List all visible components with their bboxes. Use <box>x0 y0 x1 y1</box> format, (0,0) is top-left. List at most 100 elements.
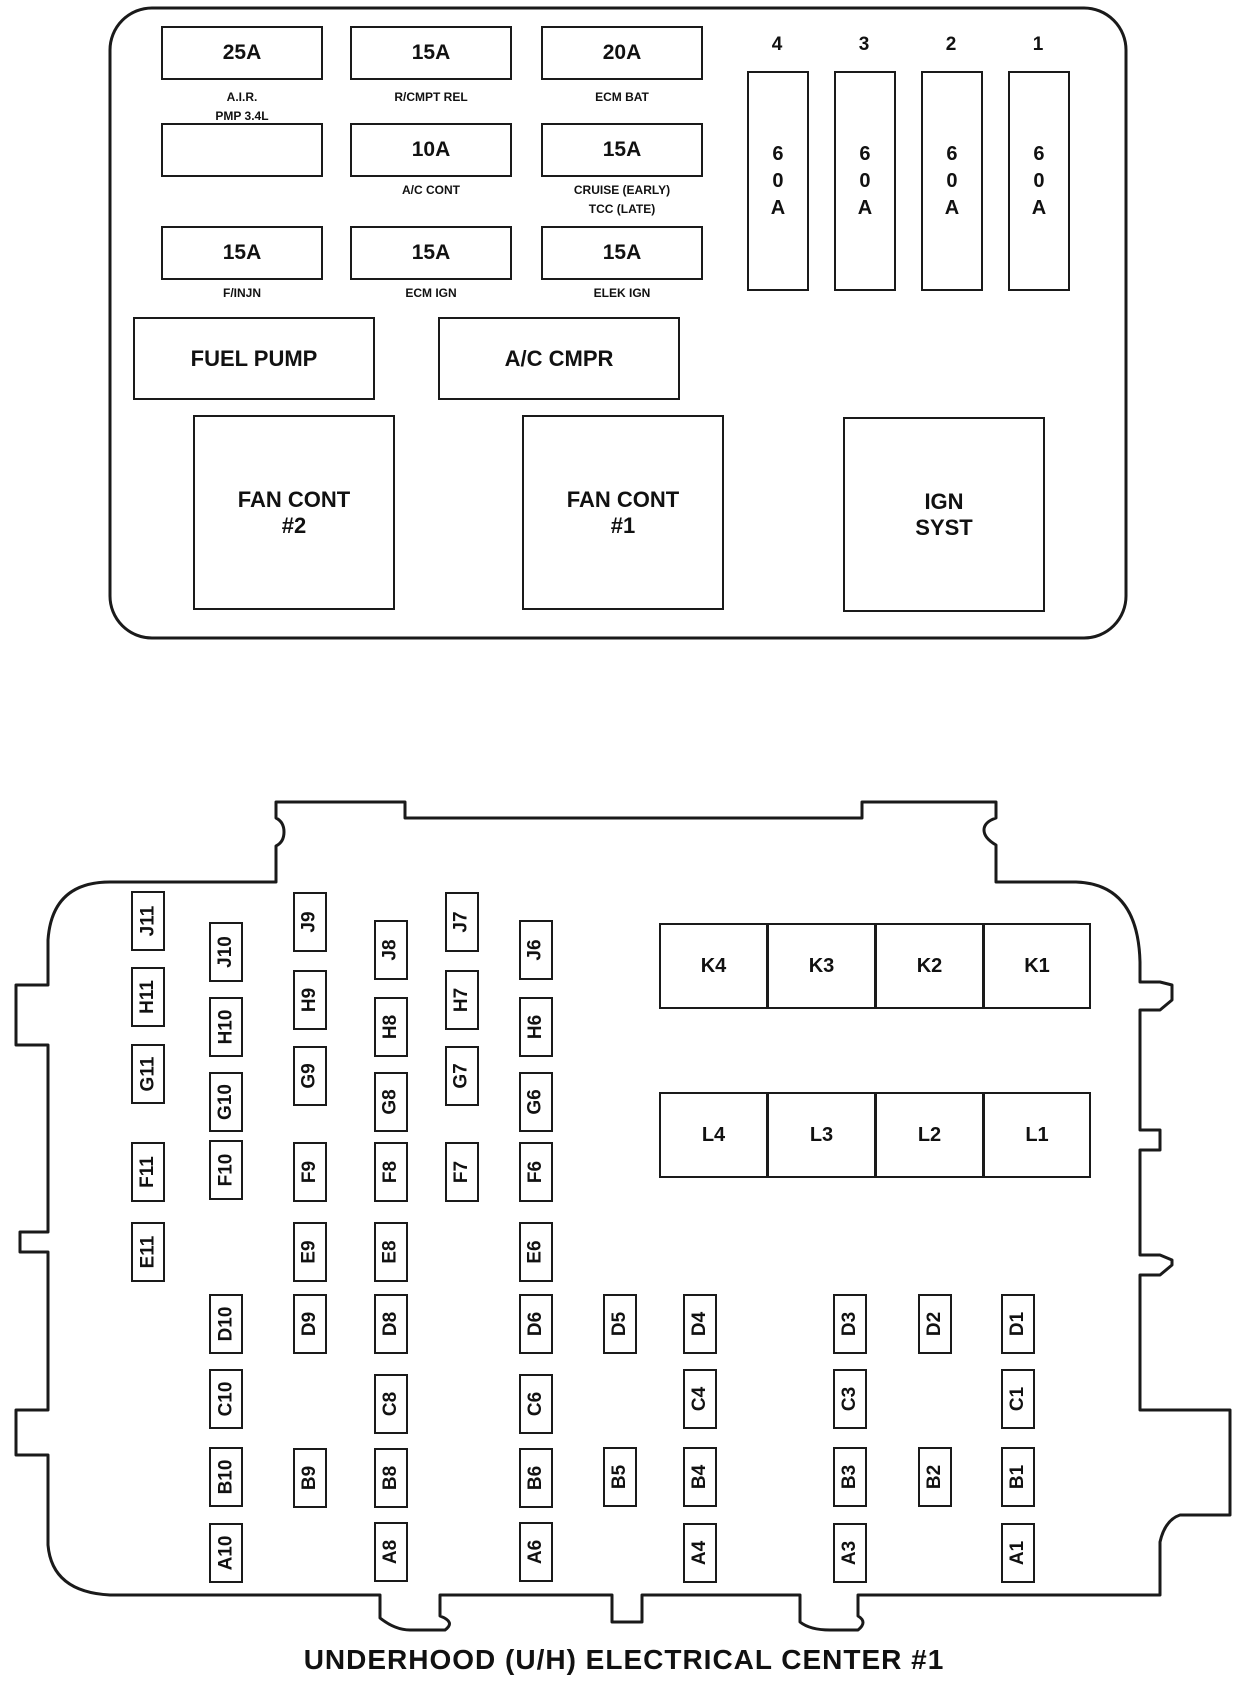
ac-cmpr-relay-label: A/C CMPR <box>504 345 614 371</box>
maxifuse-rating: 6 0 A <box>770 142 786 219</box>
cavity-label: J7 <box>450 911 472 933</box>
fuse-2: 15A <box>350 26 512 80</box>
cavity-e9: E9 <box>293 1222 327 1282</box>
maxifuse-2: 6 0 A <box>921 71 983 291</box>
cavity-b6: B6 <box>519 1448 553 1508</box>
cavity-label: D4 <box>688 1311 710 1337</box>
relay-label: L4 <box>701 1123 726 1146</box>
cavity-b2: B2 <box>918 1447 952 1507</box>
cavity-label: H11 <box>137 980 158 1014</box>
relay-k1: K1 <box>983 923 1091 1009</box>
cavity-label: D8 <box>379 1311 401 1337</box>
maxifuse-number: 1 <box>1032 34 1044 55</box>
cavity-label: D2 <box>923 1311 945 1337</box>
cavity-h10: H10 <box>209 997 243 1057</box>
cavity-label: B3 <box>838 1464 860 1490</box>
cavity-label: E9 <box>299 1240 320 1264</box>
cavity-a3: A3 <box>833 1523 867 1583</box>
cavity-label: C8 <box>379 1391 401 1417</box>
cavity-label: D6 <box>524 1311 546 1337</box>
relay-label: K1 <box>1024 954 1050 977</box>
fuse-label: ECM IGN <box>405 286 457 300</box>
fuel-pump-relay-label: FUEL PUMP <box>190 345 318 371</box>
top-panel-outline <box>108 6 1128 640</box>
cavity-j7: J7 <box>445 892 479 952</box>
cavity-c10: C10 <box>209 1369 243 1429</box>
cavity-label: J9 <box>298 911 320 933</box>
fuse-7: 15A <box>161 226 323 280</box>
fuse-label: A.I.R. PMP 3.4L <box>215 90 269 123</box>
fan-cont-2-label: FAN CONT #2 <box>237 486 351 538</box>
cavity-label: E8 <box>380 1240 401 1264</box>
cavity-f8: F8 <box>374 1142 408 1202</box>
relay-k3: K3 <box>767 923 876 1009</box>
cavity-a6: A6 <box>519 1522 553 1582</box>
cavity-label: H9 <box>298 987 320 1013</box>
ign-syst-relay: IGN SYST <box>843 417 1045 612</box>
cavity-j11: J11 <box>131 891 165 951</box>
fuel-pump-relay: FUEL PUMP <box>133 317 375 400</box>
fuse-rating: 10A <box>411 138 451 161</box>
cavity-d6: D6 <box>519 1294 553 1354</box>
relay-k2: K2 <box>875 923 984 1009</box>
cavity-d3: D3 <box>833 1294 867 1354</box>
cavity-e8: E8 <box>374 1222 408 1282</box>
relay-l1: L1 <box>983 1092 1091 1178</box>
cavity-label: C4 <box>688 1386 710 1412</box>
cavity-label: F7 <box>451 1160 472 1184</box>
maxifuse-4: 6 0 A <box>747 71 809 291</box>
maxifuse-rating: 6 0 A <box>1031 142 1047 219</box>
fuse-6: 15A <box>541 123 703 177</box>
relay-label: K3 <box>808 954 835 977</box>
cavity-label: J6 <box>524 939 546 961</box>
cavity-b9: B9 <box>293 1448 327 1508</box>
fuse-rating: 25A <box>222 41 262 64</box>
cavity-label: B2 <box>923 1464 945 1490</box>
maxifuse-rating: 6 0 A <box>944 142 960 219</box>
cavity-h6: H6 <box>519 997 553 1057</box>
cavity-label: G6 <box>524 1089 546 1115</box>
maxifuse-3: 6 0 A <box>834 71 896 291</box>
cavity-h11: H11 <box>131 967 165 1027</box>
cavity-label: B10 <box>215 1459 237 1495</box>
fuse-rating: 20A <box>602 41 642 64</box>
cavity-label: G11 <box>137 1056 158 1092</box>
cavity-label: A3 <box>838 1540 860 1566</box>
cavity-j9: J9 <box>293 892 327 952</box>
cavity-h9: H9 <box>293 970 327 1030</box>
fuse-rating: 15A <box>411 241 451 264</box>
cavity-label: J10 <box>215 936 237 968</box>
cavity-e6: E6 <box>519 1222 553 1282</box>
maxifuse-number: 3 <box>858 34 870 55</box>
relay-label: L3 <box>809 1123 834 1146</box>
cavity-label: H6 <box>524 1014 546 1040</box>
fuse-rating: 15A <box>602 138 642 161</box>
cavity-label: D9 <box>298 1311 320 1337</box>
cavity-label: C3 <box>838 1386 860 1412</box>
relay-label: L1 <box>1025 1123 1049 1146</box>
fuse-1: 25A <box>161 26 323 80</box>
cavity-label: H10 <box>215 1009 237 1045</box>
cavity-g8: G8 <box>374 1072 408 1132</box>
cavity-c6: C6 <box>519 1374 553 1434</box>
cavity-label: D3 <box>838 1311 860 1337</box>
cavity-g6: G6 <box>519 1072 553 1132</box>
cavity-label: B5 <box>608 1464 630 1490</box>
maxifuse-1: 6 0 A <box>1008 71 1070 291</box>
cavity-g9: G9 <box>293 1046 327 1106</box>
cavity-d2: D2 <box>918 1294 952 1354</box>
cavity-label: H8 <box>379 1014 401 1040</box>
cavity-label: E11 <box>137 1235 159 1269</box>
cavity-b10: B10 <box>209 1447 243 1507</box>
fuse-label: CRUISE (EARLY) TCC (LATE) <box>573 183 671 216</box>
fuse-label: ELEK IGN <box>593 286 651 300</box>
cavity-j8: J8 <box>374 920 408 980</box>
cavity-label: A10 <box>215 1535 237 1571</box>
cavity-d10: D10 <box>209 1294 243 1354</box>
cavity-g7: G7 <box>445 1046 479 1106</box>
cavity-label: H7 <box>450 987 472 1013</box>
relay-l3: L3 <box>767 1092 876 1178</box>
cavity-h7: H7 <box>445 970 479 1030</box>
cavity-label: B4 <box>688 1464 710 1490</box>
cavity-label: B1 <box>1006 1464 1028 1490</box>
